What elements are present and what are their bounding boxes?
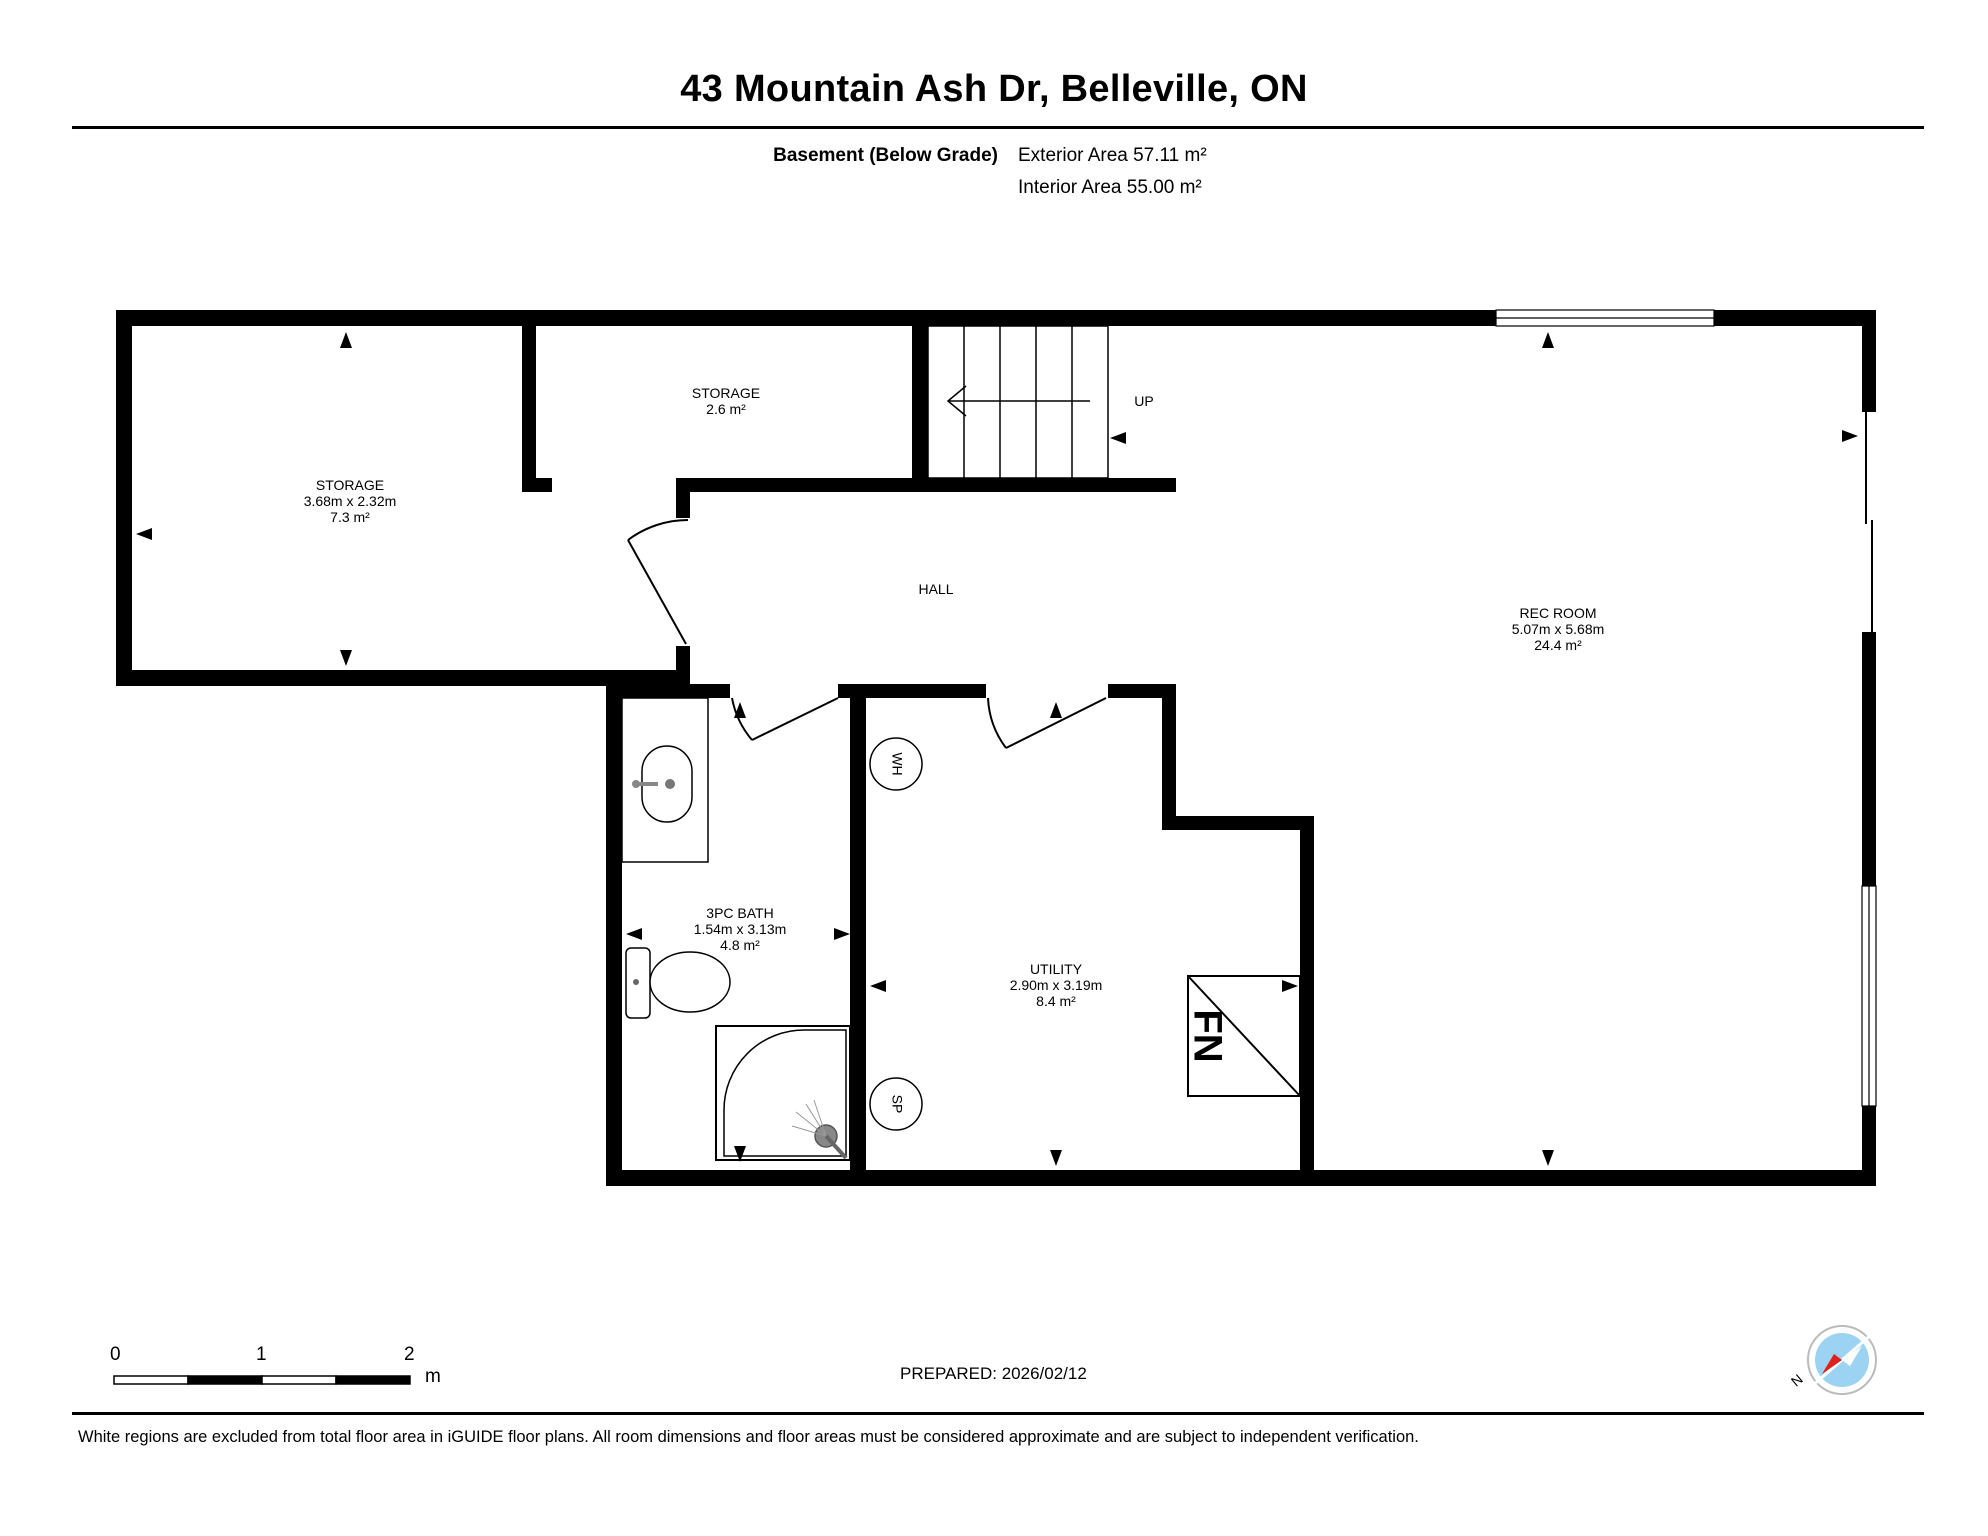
- page-title: 43 Mountain Ash Dr, Belleville, ON: [680, 68, 1308, 110]
- storage-large-dims: 3.68m x 2.32m: [304, 493, 397, 509]
- windows: [1495, 309, 1877, 1107]
- storage-small-name: STORAGE: [692, 385, 760, 401]
- furnace-label: FN: [1185, 1009, 1229, 1062]
- utility-name: UTILITY: [1030, 961, 1083, 977]
- scale-tick-1: 1: [256, 1344, 267, 1365]
- scale-unit: m: [425, 1366, 441, 1387]
- bath-area: 4.8 m²: [720, 937, 760, 953]
- sump-pump-label: SP: [889, 1095, 905, 1114]
- compass-north-label: N: [1788, 1371, 1806, 1390]
- utility-area: 8.4 m²: [1036, 993, 1076, 1009]
- storage-small-area: 2.6 m²: [706, 401, 746, 417]
- bath-fixtures: [621, 697, 851, 1161]
- bath-name: 3PC BATH: [706, 905, 773, 921]
- sliding-door: [1865, 412, 1873, 632]
- header-rule: [72, 126, 1924, 129]
- doors: [627, 519, 1107, 749]
- hall-name: HALL: [918, 581, 953, 597]
- level-label: Basement (Below Grade): [773, 145, 998, 166]
- scale-bar: [113, 1375, 411, 1385]
- exterior-area: Exterior Area 57.11 m²: [1018, 145, 1207, 166]
- rec-room-name: REC ROOM: [1520, 605, 1597, 621]
- rec-room-area: 24.4 m²: [1534, 637, 1582, 653]
- utility-dims: 2.90m x 3.19m: [1010, 977, 1103, 993]
- stairs: [927, 325, 1109, 479]
- compass-icon: [1807, 1325, 1877, 1395]
- scale-tick-2: 2: [404, 1344, 415, 1365]
- stairs-up-label: UP: [1134, 393, 1153, 409]
- water-heater-label: WH: [889, 752, 905, 775]
- footer-rule: [72, 1412, 1924, 1415]
- area-summary: Exterior Area 57.11 m² Interior Area 55.…: [1018, 140, 1207, 204]
- scale-tick-0: 0: [110, 1344, 121, 1365]
- walls: [116, 310, 1876, 1186]
- storage-large-name: STORAGE: [316, 477, 384, 493]
- storage-large-area: 7.3 m²: [330, 509, 370, 525]
- dimension-markers: [136, 332, 1858, 1166]
- utility-fixtures: [869, 737, 1301, 1131]
- bath-dims: 1.54m x 3.13m: [694, 921, 787, 937]
- rec-room-dims: 5.07m x 5.68m: [1512, 621, 1605, 637]
- disclaimer: White regions are excluded from total fl…: [78, 1428, 1419, 1446]
- interior-area: Interior Area 55.00 m²: [1018, 177, 1202, 198]
- prepared-date: PREPARED: 2026/02/12: [900, 1364, 1087, 1383]
